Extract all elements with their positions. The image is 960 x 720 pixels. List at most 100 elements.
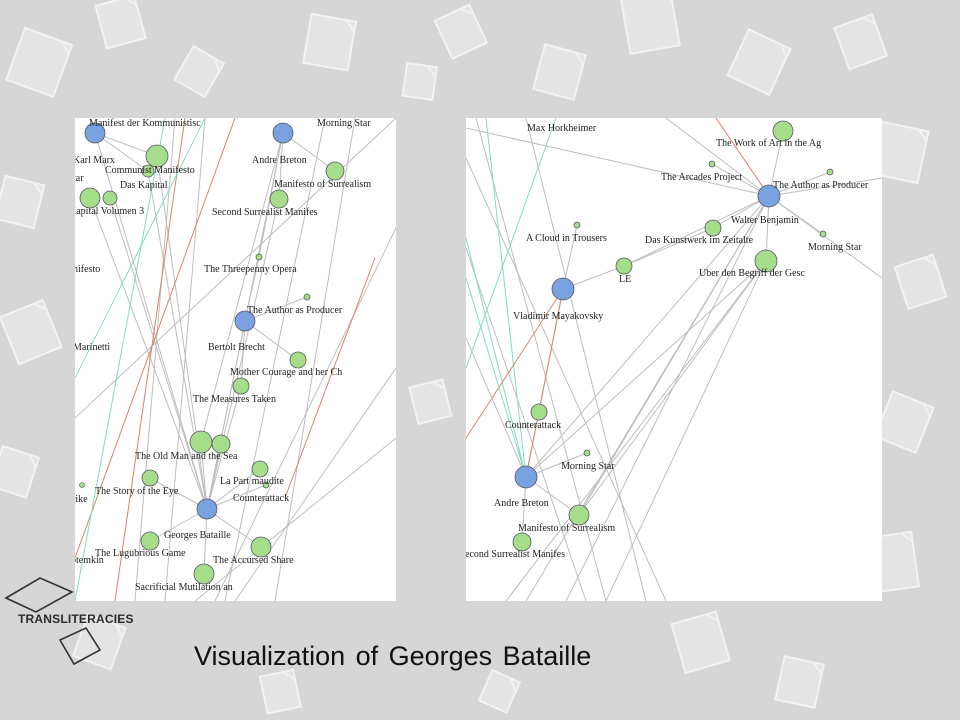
right-network-graph: Max Horkheimer The Work of Art in the Ag… bbox=[466, 118, 882, 601]
person-node bbox=[234, 310, 256, 332]
graph-edge bbox=[525, 260, 767, 478]
left-graph-panel: Manifest der Kommunistisc Morning Star K… bbox=[75, 118, 396, 601]
person-node bbox=[757, 184, 781, 208]
label-das-kunstwerk: Das Kunstwerk im Zeitalte bbox=[645, 235, 754, 246]
label-star-cut: tar bbox=[75, 173, 84, 184]
label-manifesto-of-surrealism: Manifesto of Surrealism bbox=[274, 179, 371, 190]
decor-document-icon bbox=[408, 378, 453, 426]
graph-edge bbox=[206, 443, 222, 510]
label-morning-star: Morning Star bbox=[317, 118, 371, 129]
decor-document-icon bbox=[0, 174, 46, 230]
label-strike-cut: rike bbox=[75, 494, 88, 505]
graph-edge bbox=[164, 118, 206, 601]
label-morning-star-bottom: Morning Star bbox=[561, 461, 615, 472]
work-node bbox=[262, 481, 270, 489]
graph-edge bbox=[244, 320, 299, 361]
work-node bbox=[754, 249, 778, 273]
graph-edge bbox=[525, 195, 770, 601]
work-node bbox=[573, 221, 581, 229]
slide-caption: Visualization of Georges Bataille bbox=[194, 641, 592, 671]
graph-edge bbox=[134, 118, 176, 601]
work-node bbox=[141, 164, 155, 178]
work-node bbox=[269, 189, 289, 209]
decor-document-icon bbox=[0, 298, 63, 366]
graph-edge bbox=[525, 195, 770, 478]
graph-edge bbox=[466, 277, 527, 478]
work-node bbox=[303, 293, 311, 301]
graph-edge bbox=[505, 260, 767, 601]
label-second-surrealist-manifes: Second Surrealist Manifes bbox=[212, 207, 318, 218]
decor-document-icon bbox=[172, 44, 226, 99]
label-morning-star-top: Morning Star bbox=[808, 242, 862, 253]
label-second-surrealist-right: econd Surrealist Manifes bbox=[466, 549, 565, 560]
work-node bbox=[512, 532, 532, 552]
label-arcades-project: The Arcades Project bbox=[661, 172, 742, 183]
work-node bbox=[819, 230, 827, 238]
label-communist-manifesto: Communist Manifesto bbox=[105, 165, 195, 176]
graph-edge bbox=[109, 197, 208, 510]
label-walter-benjamin: Walter Benjamin bbox=[731, 215, 799, 226]
label-story-of-the-eye: The Story of the Eye bbox=[95, 486, 179, 497]
graph-edge bbox=[203, 508, 208, 575]
graph-edge bbox=[715, 118, 770, 197]
decor-document-icon bbox=[873, 390, 935, 455]
work-node bbox=[568, 504, 590, 526]
decor-document-icon bbox=[774, 655, 825, 709]
label-counterattack: Counterattack bbox=[233, 493, 289, 504]
graph-edge bbox=[623, 195, 770, 267]
label-lugubrious-game: The Lugubrious Game bbox=[95, 548, 186, 559]
label-la-part-maudite: La Part maudite bbox=[220, 476, 284, 487]
label-bertolt-brecht: Bertolt Brecht bbox=[208, 342, 265, 353]
work-node bbox=[530, 403, 548, 421]
graph-edge bbox=[605, 260, 767, 601]
label-manifesto-of-surrealism-right: Manifesto of Surrealism bbox=[518, 523, 615, 534]
label-accursed-share: The Accursed Share bbox=[213, 555, 294, 566]
graph-edge bbox=[206, 508, 262, 548]
graph-edge bbox=[623, 227, 714, 267]
graph-edge bbox=[466, 288, 564, 439]
graph-edge bbox=[525, 118, 647, 601]
graph-edge bbox=[665, 118, 770, 197]
work-node bbox=[141, 469, 159, 487]
label-sacrificial-mutilation: Sacrificial Mutilation an bbox=[135, 582, 233, 593]
label-marinetti: Marinetti bbox=[75, 342, 110, 353]
decor-document-icon bbox=[477, 668, 522, 714]
label-old-man-and-the-sea: The Old Man and the Sea bbox=[135, 451, 238, 462]
work-node bbox=[232, 377, 250, 395]
decor-document-icon bbox=[893, 253, 948, 311]
graph-edge bbox=[466, 118, 557, 369]
transliteracies-logo-icon bbox=[4, 577, 102, 666]
graph-edge bbox=[284, 257, 376, 499]
person-node bbox=[272, 122, 294, 144]
person-node bbox=[514, 465, 538, 489]
decor-document-icon bbox=[4, 26, 74, 99]
label-mother-courage: Mother Courage and her Ch bbox=[230, 367, 342, 378]
label-manifesto-cut: nifesto bbox=[75, 264, 100, 275]
decor-document-icon bbox=[531, 43, 587, 102]
graph-edge bbox=[244, 256, 260, 322]
graph-edge bbox=[75, 118, 236, 559]
brand-logo-text: TRANSLITERACIES bbox=[18, 612, 134, 626]
graph-edge bbox=[525, 288, 564, 478]
work-node bbox=[102, 190, 118, 206]
work-node bbox=[79, 187, 101, 209]
decor-document-icon bbox=[401, 61, 439, 102]
graph-edge bbox=[278, 132, 284, 200]
label-kapital-volumen-3: Kapital Volumen 3 bbox=[75, 206, 144, 217]
work-node bbox=[708, 160, 716, 168]
graph-edge bbox=[114, 118, 186, 601]
graph-edge bbox=[274, 118, 356, 601]
work-node bbox=[189, 430, 213, 454]
label-le: LE bbox=[619, 274, 631, 285]
graph-edge bbox=[282, 132, 336, 172]
graph-edge bbox=[485, 118, 527, 478]
graph-edge bbox=[194, 437, 396, 601]
graph-edge bbox=[206, 484, 267, 510]
graph-edge bbox=[149, 508, 208, 542]
graph-edge bbox=[244, 296, 308, 322]
graph-edge bbox=[224, 118, 326, 601]
graph-edge bbox=[200, 132, 284, 443]
graph-edge bbox=[75, 118, 166, 601]
person-node bbox=[196, 498, 218, 520]
decor-document-icon bbox=[0, 444, 41, 499]
